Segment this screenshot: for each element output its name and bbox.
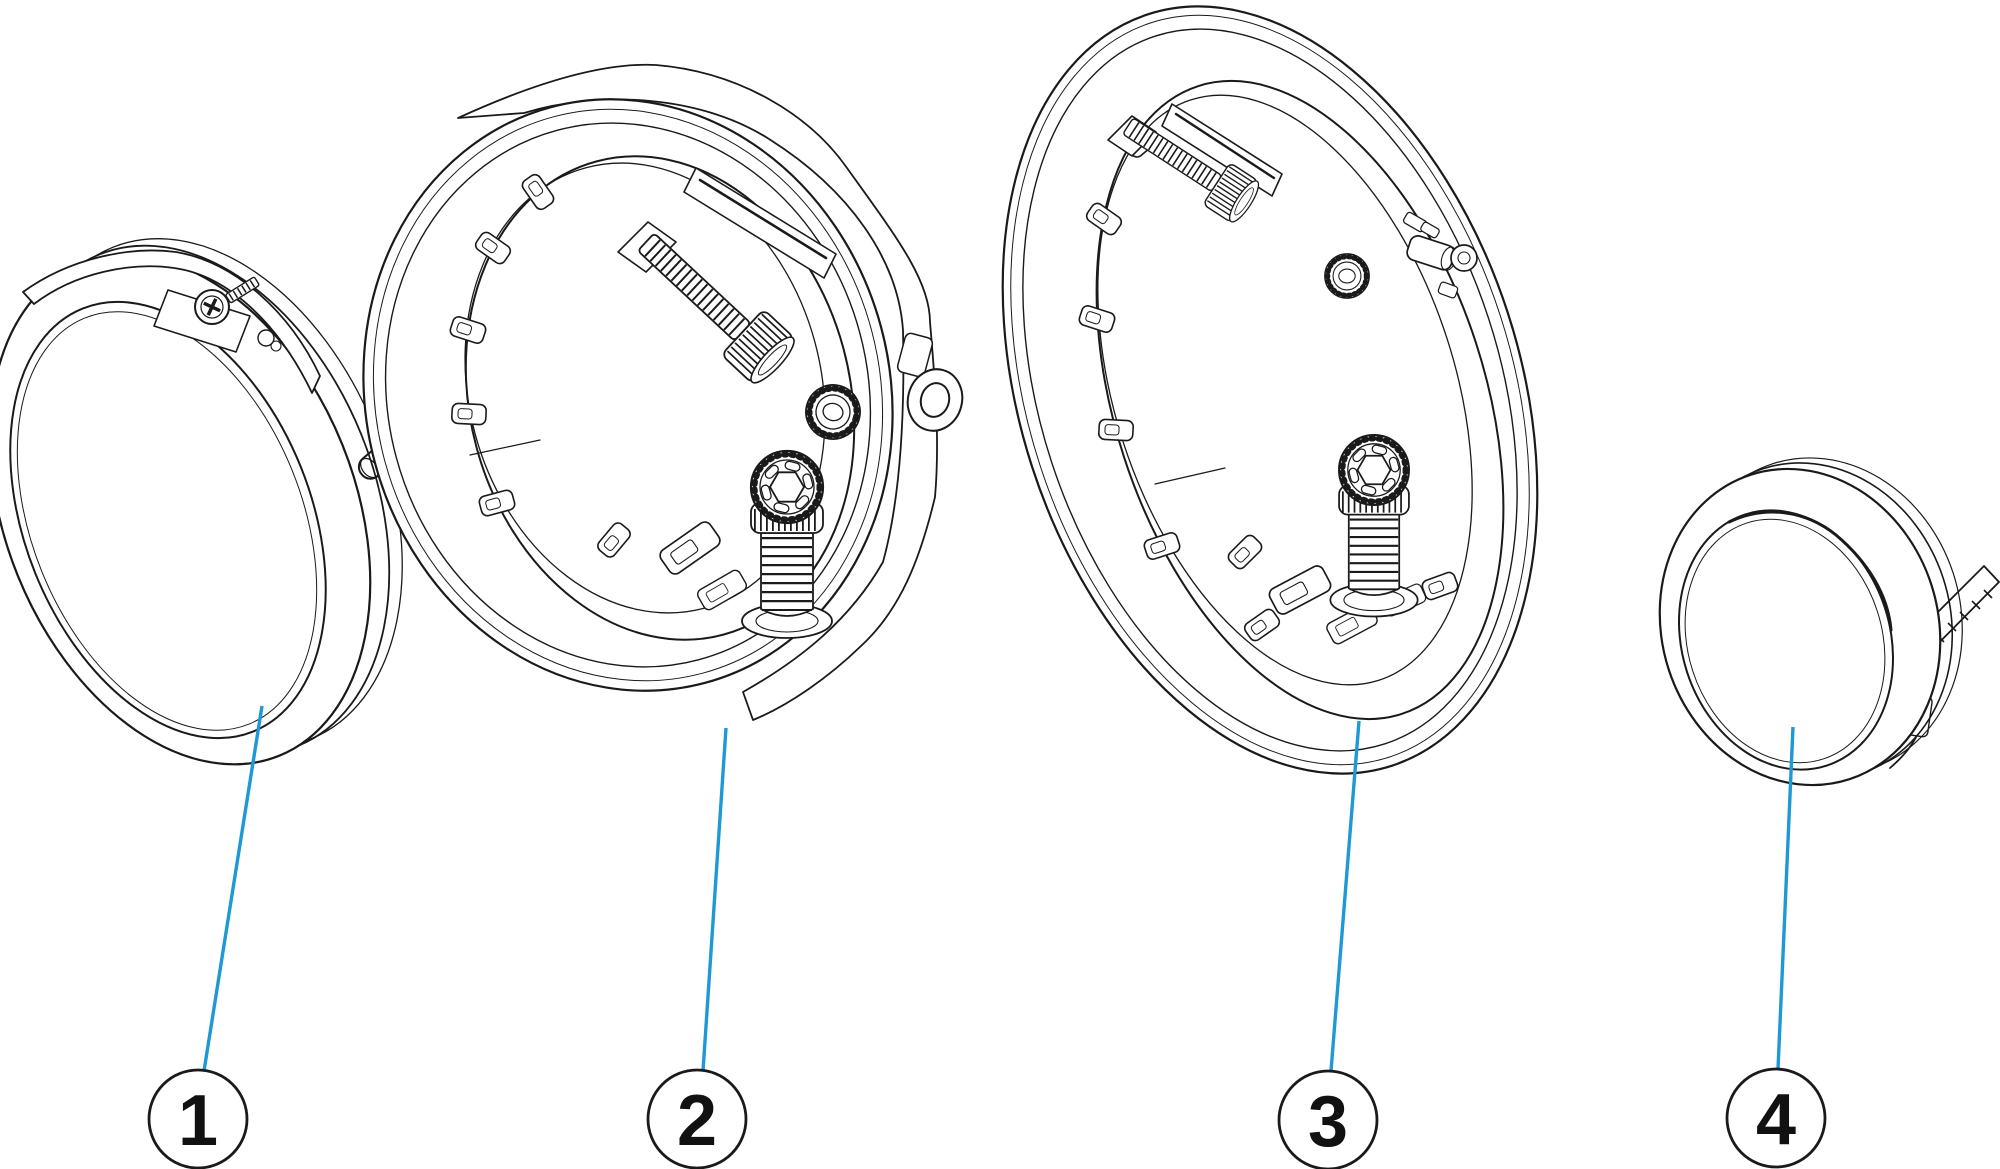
cap-seam bbox=[1727, 510, 1893, 632]
clamp-band bbox=[457, 63, 938, 721]
part-3-niche-ring bbox=[1001, 5, 1539, 775]
callout-number-3: 3 bbox=[1308, 1082, 1348, 1162]
band-clip bbox=[896, 332, 934, 378]
knurled-nut-icon bbox=[1325, 254, 1369, 298]
part-2-clamp-ring bbox=[362, 63, 964, 721]
callout-balloon-1 bbox=[147, 1068, 249, 1169]
callout-balloon-4 bbox=[1725, 1067, 1827, 1169]
callout-balloon-2 bbox=[646, 1068, 748, 1169]
callout-number-2: 2 bbox=[677, 1081, 717, 1161]
leader-line-4 bbox=[1776, 726, 1795, 1070]
leader-line-1 bbox=[202, 705, 264, 1072]
slide-plate bbox=[683, 167, 837, 279]
callout-balloon-3 bbox=[1277, 1069, 1379, 1169]
phillips-screw-icon bbox=[194, 276, 282, 352]
part-1-lens-trim bbox=[0, 238, 452, 766]
callout-number-4: 4 bbox=[1756, 1080, 1796, 1160]
callout-layer: 1 2 3 4 bbox=[147, 705, 1827, 1169]
slide-plate bbox=[1161, 103, 1283, 197]
conduit-fitting-icon bbox=[1402, 211, 1478, 299]
leader-line-2 bbox=[701, 727, 728, 1072]
callout-number-1: 1 bbox=[178, 1081, 218, 1161]
leader-line-3 bbox=[1329, 720, 1361, 1072]
grommet-icon bbox=[906, 368, 964, 432]
part-4-rear-cap bbox=[1658, 457, 2000, 787]
